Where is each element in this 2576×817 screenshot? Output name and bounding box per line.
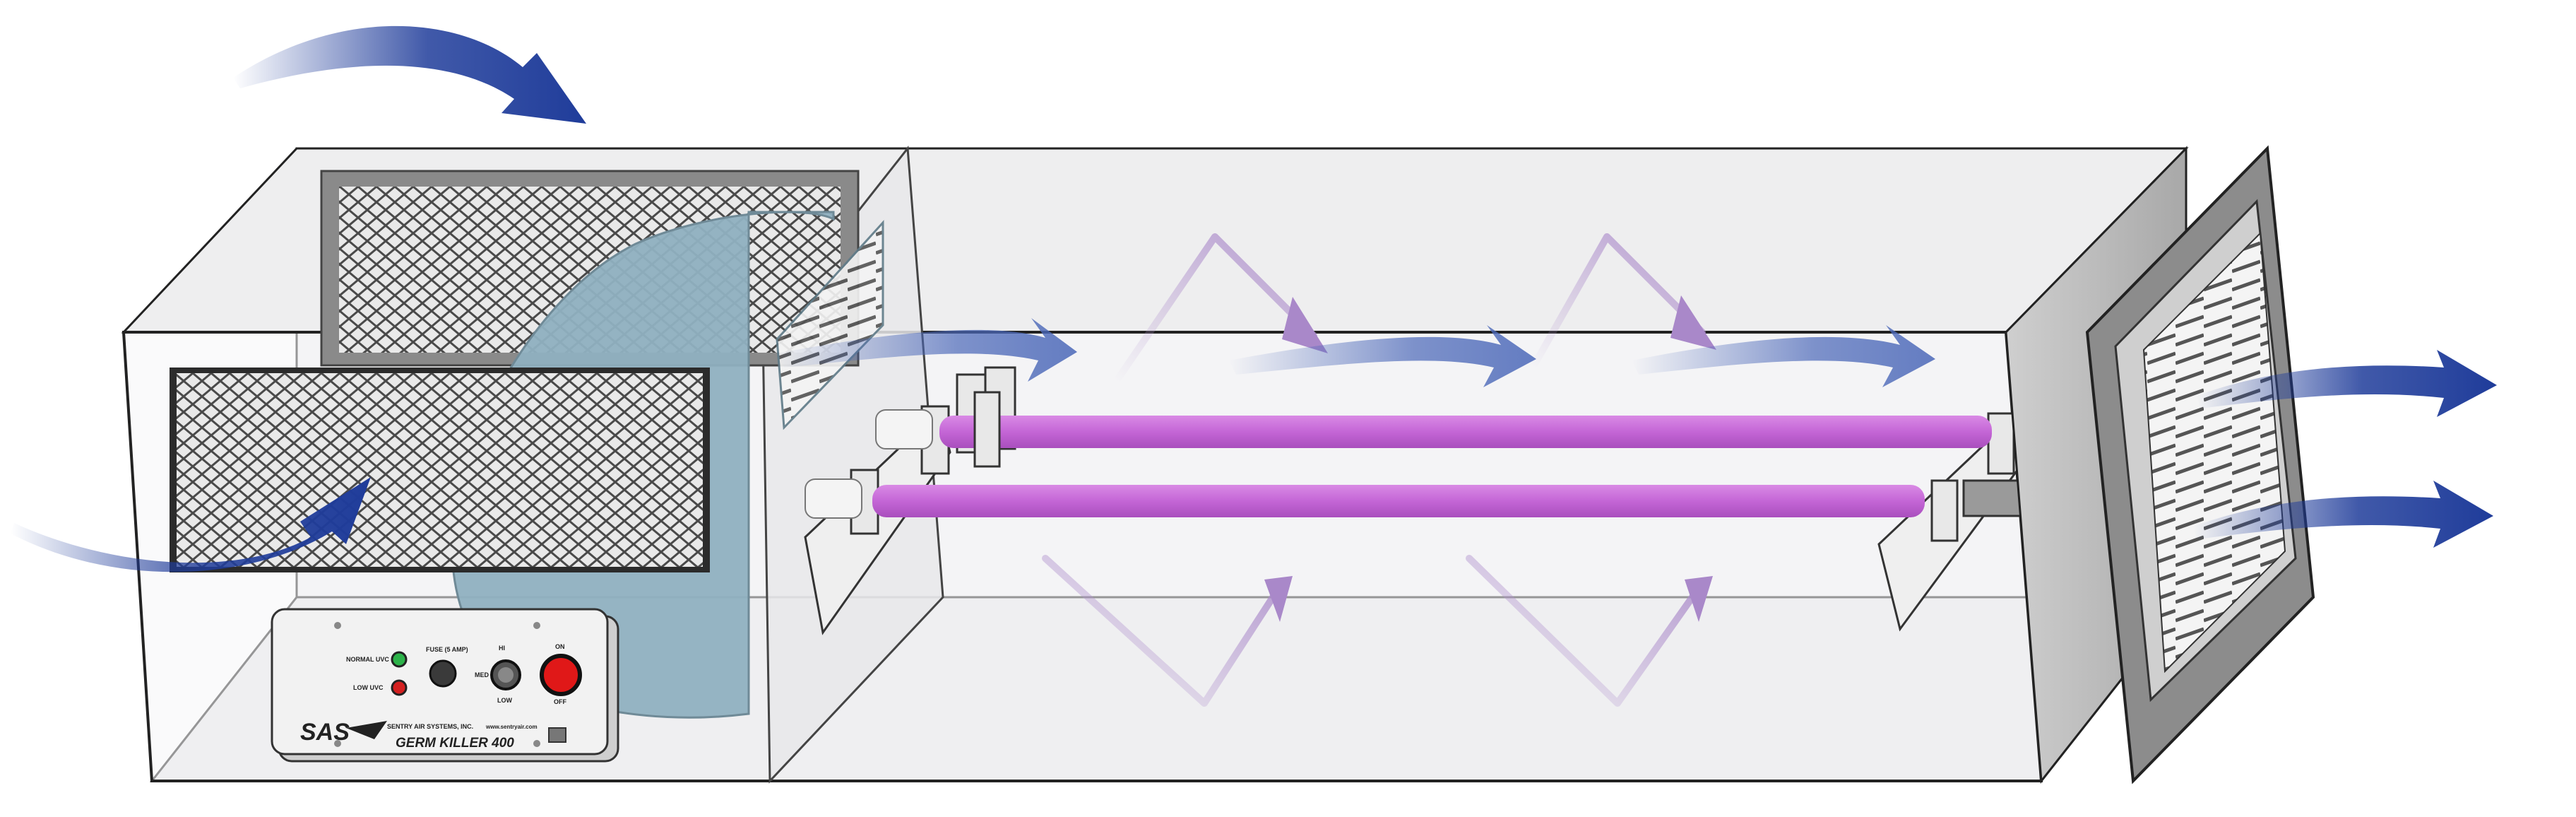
- sas-logo: SAS: [300, 719, 387, 746]
- lamp-socket-right: [1962, 479, 2025, 517]
- external-airflow: [11, 25, 2497, 572]
- uv-lamp-assembly: [804, 366, 2025, 635]
- fuse-holder[interactable]: [429, 659, 457, 688]
- power-off-label: OFF: [554, 698, 566, 705]
- lamp-clip: [973, 391, 1001, 468]
- zigzag-arrow-icon: [1466, 555, 1706, 707]
- curved-arrow-icon: [777, 318, 1077, 382]
- zigzag-arrow-head: [1670, 295, 1716, 350]
- uv-lamp-upper: [939, 416, 1992, 448]
- uv-lamp-lower: [872, 485, 1925, 517]
- model-name: GERM KILLER 400: [396, 736, 514, 751]
- low-uvc-indicator: [391, 679, 408, 696]
- panel-screw: [533, 622, 540, 629]
- low-uvc-label: LOW UVC: [353, 684, 384, 691]
- speed-med-label: MED: [475, 671, 489, 678]
- curved-arrow-icon: [2197, 350, 2497, 417]
- website: www.sentryair.com: [485, 724, 538, 730]
- curved-arrow-icon: [233, 25, 586, 124]
- blower-outlet-grille: [776, 220, 884, 430]
- exhaust-louvers: [2142, 231, 2286, 674]
- zigzag-arrow-icon: [1112, 233, 1317, 385]
- lamp-clip: [1930, 479, 1959, 542]
- power-switch[interactable]: [540, 654, 582, 696]
- panel-screw: [334, 622, 341, 629]
- panel-label-tag: [548, 727, 566, 743]
- zigzag-arrow-icon: [1529, 233, 1706, 371]
- company-name: SENTRY AIR SYSTEMS, INC.: [387, 723, 473, 730]
- curved-arrow-icon: [1632, 325, 1935, 387]
- uv-lamp-upper-cap: [875, 409, 933, 449]
- speed-low-label: LOW: [497, 697, 512, 704]
- intake-prefilter-back: [320, 170, 860, 367]
- fuse-label: FUSE (5 AMP): [426, 646, 468, 653]
- curved-arrow-icon: [2193, 481, 2493, 548]
- normal-uvc-label: NORMAL UVC: [346, 656, 389, 663]
- intake-prefilter-front: [170, 368, 710, 572]
- zigzag-arrow-head: [1264, 576, 1293, 622]
- speed-knob-cap: [498, 667, 514, 683]
- zigzag-arrow-head: [1282, 297, 1328, 353]
- panel-screw: [334, 740, 341, 747]
- interior-airflow: [777, 318, 1935, 387]
- curved-arrow-icon: [1229, 325, 1536, 387]
- prefilter-front-mesh: [177, 373, 703, 567]
- power-on-label: ON: [555, 643, 565, 650]
- normal-uvc-indicator: [391, 651, 408, 668]
- exhaust-end: [2005, 145, 2315, 784]
- uv-reflection-arrows: [1042, 233, 1716, 707]
- panel-screw: [533, 740, 540, 747]
- uv-lamp-lower-cap: [805, 478, 862, 519]
- zigzag-arrow-head: [1685, 576, 1713, 622]
- lamp-clip: [1987, 412, 2015, 475]
- control-panel: NORMAL UVC LOW UVC FUSE (5 AMP) HI MED L…: [271, 608, 619, 763]
- zigzag-arrow-icon: [1042, 555, 1286, 707]
- sas-logo-swoosh: [346, 721, 387, 739]
- sas-logo-text: SAS: [300, 719, 350, 746]
- speed-hi-label: HI: [499, 645, 505, 652]
